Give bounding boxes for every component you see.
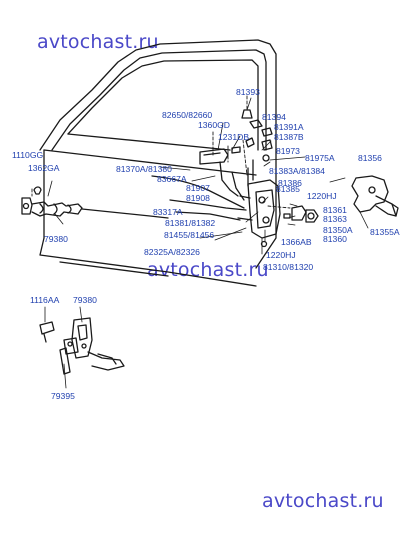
part-label-1220hj-lower: 1220HJ — [266, 250, 296, 260]
lock-cylinder — [284, 206, 318, 222]
part-label-81973: 81973 — [276, 146, 300, 156]
watermark-top: avtochast.ru — [37, 31, 159, 53]
part-label-81383a-81384: 81383A/81384 — [269, 166, 325, 176]
part-label-81385: 81385 — [276, 184, 300, 194]
part-label-1231db: 1231DB — [218, 132, 250, 142]
part-label-79395: 79395 — [51, 391, 75, 401]
part-label-81361: 81361 — [323, 205, 347, 215]
part-label-1110gg: 1110GG — [12, 150, 44, 160]
part-label-81393: 81393 — [236, 87, 260, 97]
part-label-81391a: 81391A — [274, 122, 304, 132]
part-label-81360: 81360 — [323, 234, 347, 244]
part-label-82650-82660: 82650/82660 — [162, 110, 213, 120]
part-label-81310-81320: 81310/81320 — [263, 262, 314, 272]
inner-door-handle — [200, 138, 254, 164]
lock-knob-parts — [242, 110, 272, 161]
part-label-79380-upper: 79380 — [44, 234, 68, 244]
lower-hinge-assembly — [40, 318, 124, 374]
part-label-81907: 81907 — [186, 183, 210, 193]
part-label-81363: 81363 — [323, 214, 347, 224]
part-label-81381-81382: 81381/81382 — [165, 218, 216, 228]
part-label-1116aa: 1116AA — [30, 295, 60, 305]
outside-handle — [352, 176, 398, 216]
watermark-bottom: avtochast.ru — [262, 490, 384, 512]
part-label-81394: 81394 — [262, 112, 286, 122]
part-label-81355a: 81355A — [370, 227, 400, 237]
part-label-81356: 81356 — [358, 153, 382, 163]
part-label-81387b: 81387B — [274, 132, 304, 142]
part-label-83667a: 83667A — [157, 174, 187, 184]
part-label-1362ga: 1362GA — [28, 163, 60, 173]
part-label-1220hj-upper: 1220HJ — [307, 191, 337, 201]
part-label-1366ab: 1366AB — [281, 237, 312, 247]
leader-lines — [45, 98, 368, 388]
part-label-82325a-82326: 82325A/82326 — [144, 247, 200, 257]
part-label-81908: 81908 — [186, 193, 210, 203]
part-label-83317a: 83317A — [153, 207, 183, 217]
watermark-middle: avtochast.ru — [147, 259, 269, 281]
part-label-79380-lower: 79380 — [73, 295, 97, 305]
rods-and-cables — [152, 160, 253, 220]
part-label-81975a: 81975A — [305, 153, 335, 163]
door-check-assembly — [22, 187, 168, 218]
part-label-81386: 81386 — [278, 178, 302, 188]
part-label-81350a: 81350A — [323, 225, 353, 235]
part-label-81455-81456: 81455/81456 — [164, 230, 215, 240]
door-latch — [238, 180, 280, 247]
part-label-81370a-81380: 81370A/81380 — [116, 164, 172, 174]
part-label-1360gd: 1360GD — [198, 120, 231, 130]
